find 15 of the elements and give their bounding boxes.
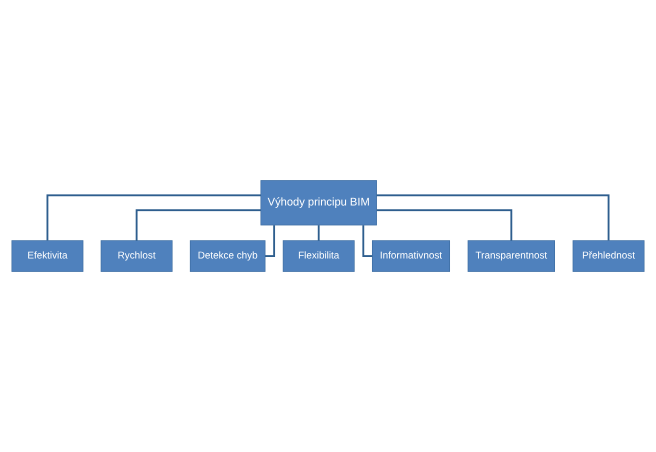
connector	[265, 225, 276, 257]
node-box: Výhody principu BIM	[260, 180, 377, 226]
connector	[318, 225, 320, 240]
node-box: Přehlednost	[572, 240, 644, 272]
node-box: Rychlost	[100, 240, 173, 272]
connector	[136, 209, 261, 241]
connector	[376, 209, 512, 241]
node-box: Detekce chyb	[190, 240, 266, 272]
node-box: Efektivita	[12, 240, 84, 272]
node-box: Transparentnost	[468, 240, 555, 272]
node-box: Flexibilita	[282, 240, 355, 272]
connector	[46, 194, 261, 240]
node-box: Informativnost	[372, 240, 450, 272]
connector	[376, 194, 610, 240]
connector	[362, 225, 372, 257]
